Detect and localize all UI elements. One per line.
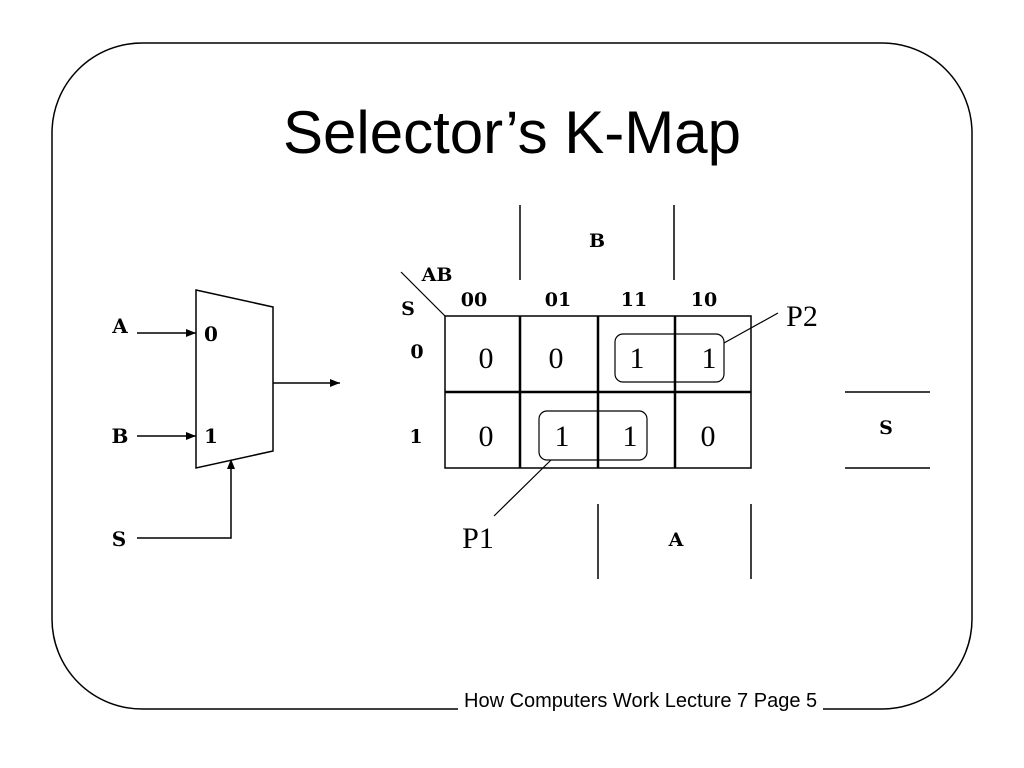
kmap-cell: 1 (623, 420, 638, 453)
s-bracket-label: S (879, 417, 893, 439)
kmap-col-header: 00 (461, 289, 487, 311)
mux-port-1: 1 (204, 424, 218, 448)
slide-title: Selector’s K-Map (283, 99, 741, 166)
select-wire (137, 460, 232, 539)
kmap-col-header: 01 (545, 289, 571, 311)
kmap-cell: 0 (479, 342, 494, 375)
kmap-col-header: 11 (621, 289, 647, 311)
kmap-row-header: 0 (410, 341, 423, 363)
kmap-cell: 0 (701, 420, 716, 453)
mux-label-a: A (111, 314, 128, 338)
p2-group-outline (614, 333, 725, 383)
kmap-corner-ab: AB (421, 264, 453, 286)
multiplexer-diagram: A B S 0 1 (111, 289, 340, 551)
p2-leader-line (723, 312, 779, 344)
kmap-col-header: 10 (691, 289, 717, 311)
mux-label-s: S (112, 527, 126, 551)
kmap-cell: 1 (630, 342, 645, 375)
output-arrowhead (330, 379, 340, 387)
kmap-cell: 1 (702, 342, 717, 375)
kmap-corner-s: S (401, 298, 415, 320)
kmap-corner-diagonal (400, 271, 446, 317)
p1-label: P1 (462, 522, 494, 555)
p2-label: P2 (786, 300, 818, 333)
select-arrowhead (227, 459, 235, 469)
mux-port-0: 0 (204, 322, 218, 346)
p1-leader-line (493, 459, 552, 517)
input-a-arrowhead (186, 329, 196, 337)
slide-footer: How Computers Work Lecture 7 Page 5 (458, 690, 824, 713)
a-bracket-label: A (668, 529, 684, 551)
input-b-arrowhead (186, 432, 196, 440)
p1-group-outline (538, 410, 648, 461)
kmap-cell: 1 (555, 420, 570, 453)
kmap-cell: 0 (549, 342, 564, 375)
kmap: AB S 00 01 11 10 0 1 0 0 1 1 0 1 1 0 P2 (400, 205, 930, 579)
mux-body (195, 289, 274, 469)
kmap-cell: 0 (479, 420, 494, 453)
kmap-row-header: 1 (409, 426, 422, 448)
b-bracket-label: B (589, 230, 605, 252)
mux-label-b: B (112, 424, 129, 448)
